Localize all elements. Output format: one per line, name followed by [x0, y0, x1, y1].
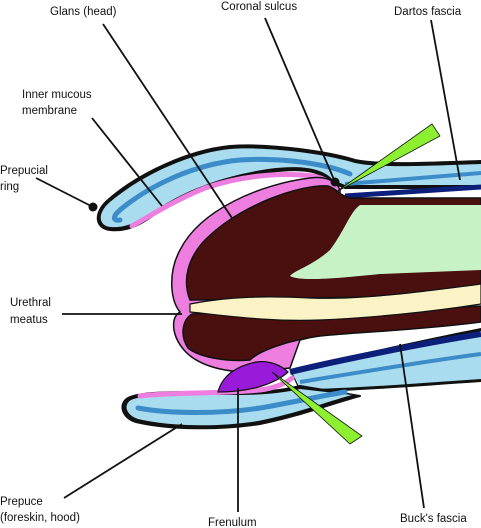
corpus-cavernosum	[290, 205, 481, 280]
label-inner-mucous-2: membrane	[22, 105, 77, 117]
prepuce-lower-stripe	[135, 389, 348, 415]
leader-glans	[102, 23, 233, 219]
label-prepuce-1: Prepuce	[0, 496, 43, 508]
coronal-arrow	[335, 123, 441, 193]
prepuce-upper-stripe	[111, 156, 353, 223]
dartos-upper-dark-band	[344, 184, 481, 199]
urethra	[189, 283, 481, 321]
frenulum-tissue	[217, 361, 289, 393]
labels: Glans (head) Coronal sulcus Dartos fasci…	[0, 1, 467, 528]
label-coronal-sulcus: Coronal sulcus	[221, 1, 297, 13]
label-prepucial-2: ring	[0, 181, 19, 193]
leader-prepucial	[35, 177, 94, 208]
label-urethral-2: meatus	[10, 314, 48, 326]
leader-inner-mucous	[91, 117, 163, 207]
leader-prepuce	[63, 423, 183, 499]
prepuce-lower-skin	[126, 389, 352, 426]
frenulum-arrow	[271, 371, 363, 445]
label-frenulum: Frenulum	[208, 517, 257, 528]
leader-bucks	[399, 343, 425, 509]
bucks-fascia-band	[289, 331, 481, 375]
label-prepucial-1: Prepucial	[0, 165, 48, 177]
label-inner-mucous-1: Inner mucous	[22, 89, 92, 101]
label-glans: Glans (head)	[50, 6, 117, 18]
label-urethral-1: Urethral	[10, 297, 51, 309]
lower-shaft-stripe	[299, 352, 481, 384]
lower-shaft-bands	[289, 328, 481, 392]
leader-coronal	[264, 17, 336, 183]
label-bucks-fascia: Buck's fascia	[400, 513, 467, 525]
label-dartos-fascia: Dartos fascia	[394, 6, 462, 18]
leader-lines	[35, 17, 461, 512]
prepuce-lower-mucosa	[137, 375, 295, 399]
leader-dartos	[430, 19, 461, 181]
glans-and-shaft	[171, 176, 481, 373]
label-prepuce-2: (foreskin, hood)	[0, 512, 80, 524]
